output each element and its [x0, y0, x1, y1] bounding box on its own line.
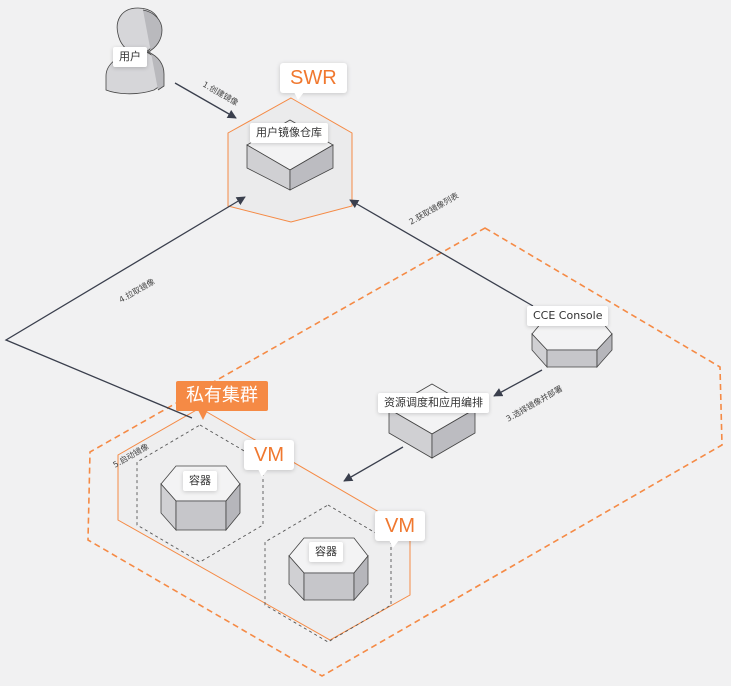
arrow-start-image: [343, 446, 404, 482]
container2-label: 容器: [309, 542, 343, 562]
private-cluster-tag: 私有集群: [176, 381, 268, 420]
vm2-bubble: VM: [375, 511, 425, 548]
arrow-pull-image: [4, 196, 246, 419]
arrow-create-image: [174, 82, 237, 119]
arrow-select-deploy: [493, 369, 543, 397]
vm1-bubble: VM: [244, 440, 294, 477]
cce-region-boundary: [87, 227, 723, 677]
swr-repo-label: 用户镜像仓库: [250, 123, 328, 143]
scheduler-label: 资源调度和应用编排: [378, 393, 489, 413]
user-label: 用户: [113, 47, 147, 67]
swr-bubble: SWR: [280, 63, 347, 100]
arrow-get-image-list: [349, 199, 534, 307]
container1-label: 容器: [183, 471, 217, 491]
container2-prism: [288, 537, 369, 602]
cce-console-label: CCE Console: [527, 306, 609, 326]
